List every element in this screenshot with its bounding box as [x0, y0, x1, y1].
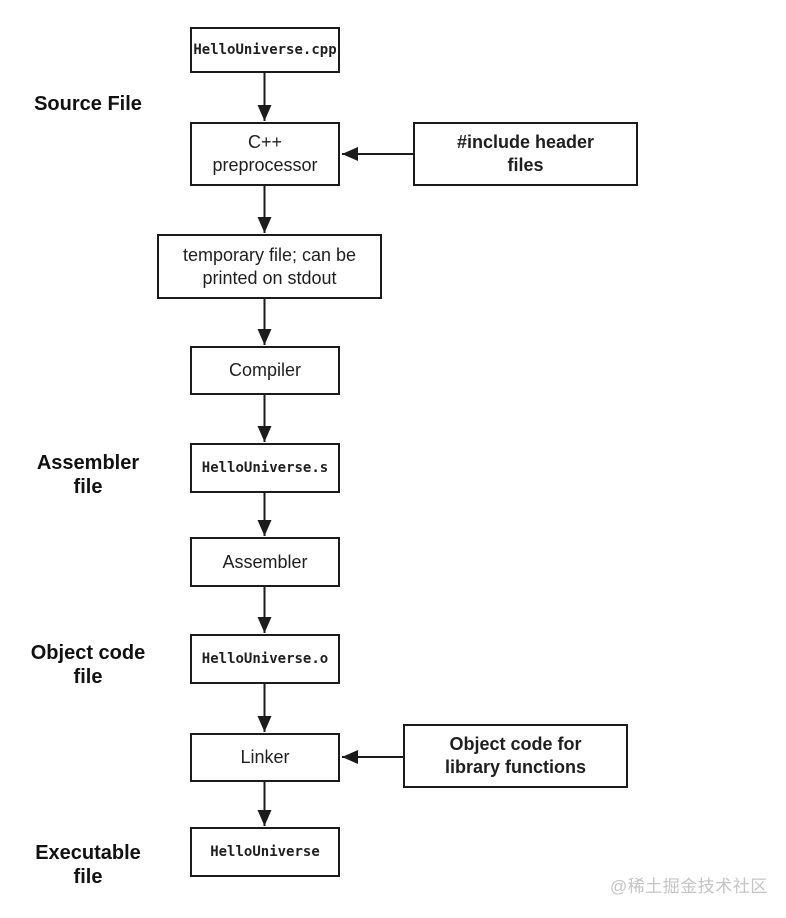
node-executable-box: HelloUniverse [190, 827, 340, 877]
node-source-file-box: HelloUniverse.cpp [190, 27, 340, 73]
node-object-code-library: Object code for library functions [403, 724, 628, 788]
node-preprocessor: C++ preprocessor [190, 122, 340, 186]
node-include-header-files: #include header files [413, 122, 638, 186]
watermark-text: @稀土掘金技术社区 [610, 877, 768, 896]
node-assembler-file-box: HelloUniverse.s [190, 443, 340, 493]
stage-label-source-file: Source File [34, 93, 142, 115]
node-compiler: Compiler [190, 346, 340, 395]
node-temporary-file: temporary file; can be printed on stdout [157, 234, 382, 299]
stage-label-assembler-file: Assembler file [36, 452, 140, 498]
stage-label-object-code-file: Object code file [30, 642, 146, 688]
node-assembler: Assembler [190, 537, 340, 587]
node-object-file-box: HelloUniverse.o [190, 634, 340, 684]
stage-label-executable-file: Executable file [35, 842, 141, 888]
node-linker: Linker [190, 733, 340, 782]
